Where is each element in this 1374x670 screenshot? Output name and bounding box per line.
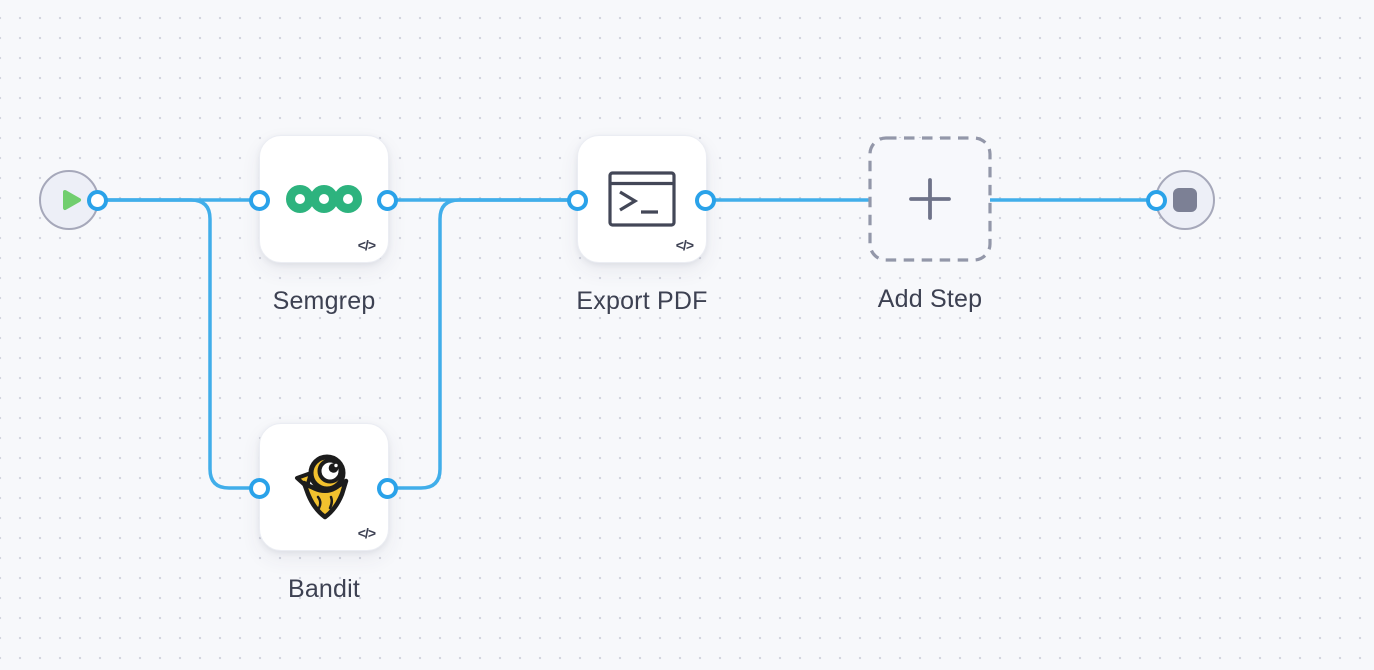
port-export-pdf-out[interactable] xyxy=(694,189,716,211)
port-bandit-in[interactable] xyxy=(248,477,270,499)
code-step-badge-icon: </> xyxy=(357,525,376,541)
node-semgrep[interactable]: </> xyxy=(259,135,389,263)
plus-icon xyxy=(909,178,951,220)
port-semgrep-out[interactable] xyxy=(376,189,398,211)
semgrep-logo xyxy=(286,185,362,213)
port-end-in[interactable] xyxy=(1145,189,1167,211)
port-start-out[interactable] xyxy=(86,189,108,211)
connector-start-bandit[interactable] xyxy=(95,198,261,490)
node-label-export-pdf: Export PDF xyxy=(576,287,708,315)
port-export-pdf-in[interactable] xyxy=(566,189,588,211)
terminal-icon xyxy=(608,171,676,227)
node-label-semgrep: Semgrep xyxy=(272,287,376,315)
node-bandit[interactable]: </> xyxy=(259,423,389,551)
play-icon xyxy=(62,189,82,211)
stop-icon xyxy=(1173,188,1197,212)
node-label-add-step: Add Step xyxy=(877,285,983,313)
code-step-badge-icon: </> xyxy=(675,237,694,253)
node-label-bandit: Bandit xyxy=(287,575,361,603)
port-bandit-out[interactable] xyxy=(376,477,398,499)
node-export-pdf[interactable]: </> xyxy=(577,135,707,263)
connector-bandit-exportpdf[interactable] xyxy=(385,198,579,490)
add-step-button[interactable] xyxy=(868,136,992,262)
code-step-badge-icon: </> xyxy=(357,237,376,253)
port-semgrep-in[interactable] xyxy=(248,189,270,211)
bandit-logo xyxy=(291,450,357,524)
